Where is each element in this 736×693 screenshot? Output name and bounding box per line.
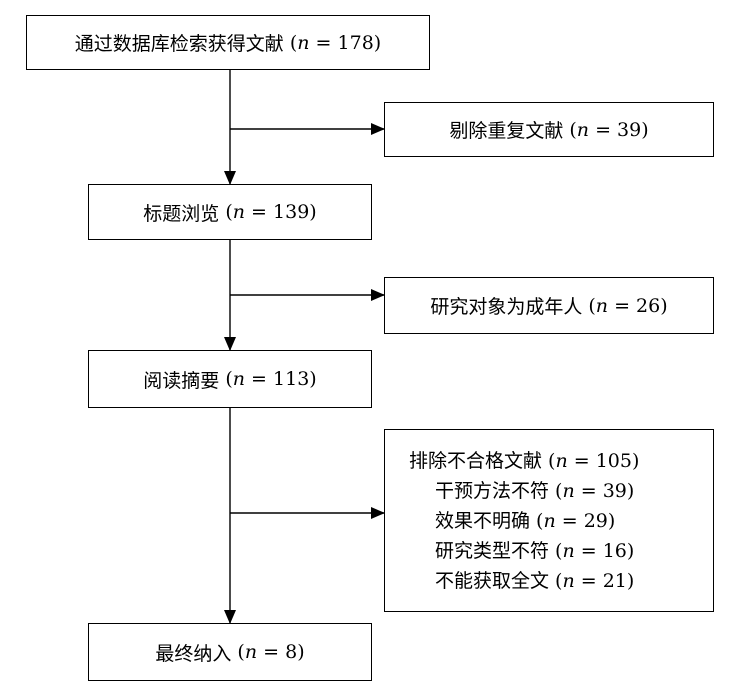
count: 178 bbox=[337, 31, 374, 54]
exclusion-reason: 效果不明确 (n = 29) bbox=[435, 509, 616, 532]
label: 研究对象为成年人 bbox=[430, 296, 583, 318]
exclusion-reason: 干预方法不符 (n = 39) bbox=[435, 479, 635, 502]
exclusion-reason: 不能获取全文 (n = 21) bbox=[435, 569, 635, 592]
label: 标题浏览 bbox=[143, 202, 220, 225]
box-exclusions: 排除不合格文献 (n = 105) 干预方法不符 (n = 39) 效果不明确 … bbox=[384, 429, 714, 612]
count: 26 bbox=[636, 294, 661, 317]
label: 最终纳入 bbox=[155, 642, 232, 665]
box-abstract-reading: 阅读摘要 (n = 113) bbox=[88, 350, 372, 408]
box-database-search: 通过数据库检索获得文献 (n = 178) bbox=[26, 15, 430, 70]
box-remove-duplicates: 剔除重复文献 (n = 39) bbox=[384, 102, 714, 157]
label: 通过数据库检索获得文献 bbox=[74, 33, 284, 55]
box-adult-subjects: 研究对象为成年人 (n = 26) bbox=[384, 277, 714, 334]
count: 39 bbox=[617, 118, 642, 141]
box-title-screening: 标题浏览 (n = 139) bbox=[88, 184, 372, 240]
count: 8 bbox=[285, 641, 298, 663]
count: 113 bbox=[273, 368, 310, 390]
label: 阅读摘要 bbox=[143, 369, 220, 392]
count: 139 bbox=[273, 201, 310, 223]
box-final-included: 最终纳入 (n = 8) bbox=[88, 623, 372, 681]
exclusion-total: 排除不合格文献 (n = 105) bbox=[409, 449, 640, 472]
label: 剔除重复文献 bbox=[449, 120, 564, 142]
exclusion-reason: 研究类型不符 (n = 16) bbox=[435, 539, 635, 562]
